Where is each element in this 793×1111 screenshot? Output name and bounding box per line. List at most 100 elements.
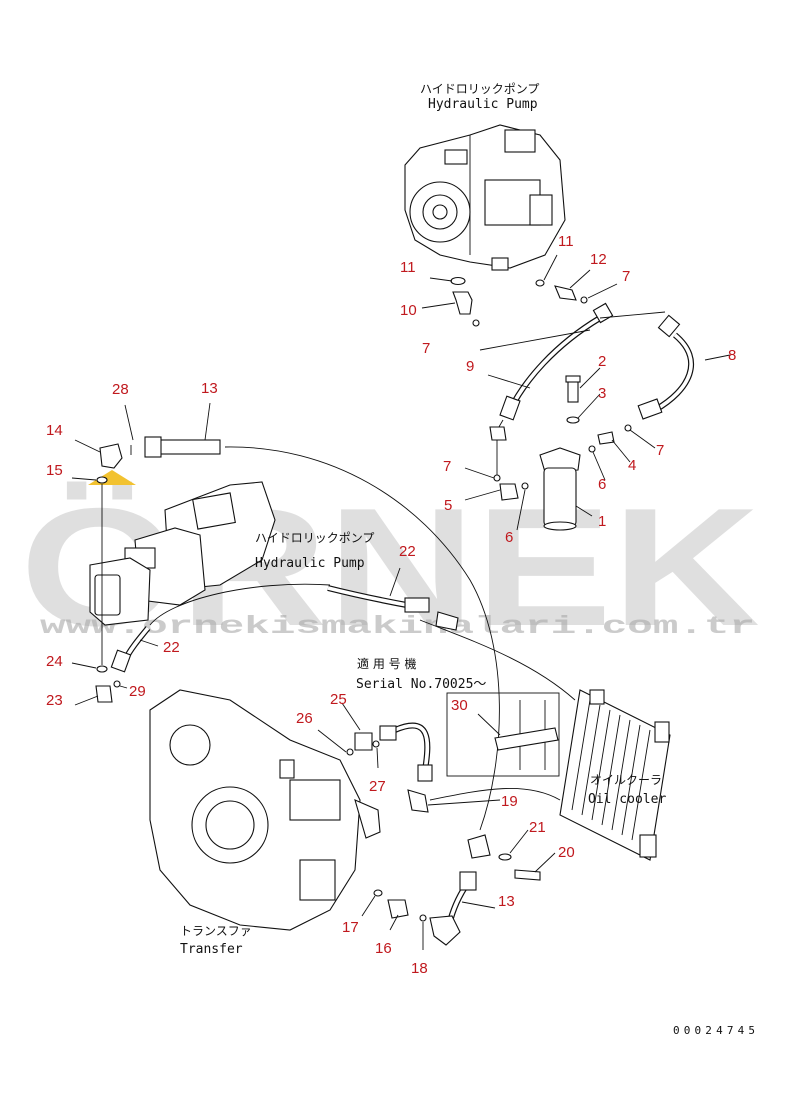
part-number-23: 23 bbox=[46, 692, 63, 709]
pipe-13-top bbox=[71, 402, 500, 831]
leader-9 bbox=[487, 374, 531, 389]
part-number-13-top: 13 bbox=[201, 380, 218, 397]
pump-top-label-en: Hydraulic Pump bbox=[428, 97, 538, 112]
fitting-23 bbox=[95, 685, 113, 703]
leader-7-c bbox=[629, 429, 656, 449]
pump-upper-fitting bbox=[444, 149, 468, 165]
pump-side-port bbox=[529, 194, 553, 226]
leader-19 bbox=[427, 799, 501, 806]
adapter-22-upper bbox=[435, 611, 459, 631]
pipe-13-sleeve bbox=[159, 439, 221, 455]
adapter-12 bbox=[554, 285, 577, 301]
pipe-13-nut bbox=[144, 436, 162, 458]
pump-left-label-en: Hydraulic Pump bbox=[255, 556, 365, 571]
part-number-4: 4 bbox=[628, 457, 636, 474]
serial-label-en: Serial No.70025～ bbox=[356, 677, 486, 692]
leader-4 bbox=[611, 439, 631, 463]
filter-assembly bbox=[464, 367, 656, 531]
cooler-label-jp: オイルクーラ bbox=[590, 773, 662, 787]
transfer-upper-hose bbox=[317, 702, 433, 782]
leader-10 bbox=[421, 302, 456, 309]
cooler-line-lower bbox=[429, 788, 561, 801]
oring-6-right bbox=[588, 445, 596, 453]
oring-11-left bbox=[450, 276, 466, 286]
part-number-5: 5 bbox=[444, 497, 452, 514]
left-pump-end-cover bbox=[94, 574, 121, 616]
bolt-20 bbox=[514, 869, 541, 881]
cooler-core bbox=[559, 689, 671, 861]
pump-left-label-jp: ハイドロリックポンプ bbox=[255, 531, 374, 545]
part-number-18: 18 bbox=[411, 960, 428, 977]
part-number-28: 28 bbox=[112, 381, 129, 398]
leader-7-a bbox=[587, 283, 618, 299]
leader-27 bbox=[376, 747, 379, 769]
leader-11-left bbox=[429, 277, 453, 282]
part-number-15: 15 bbox=[46, 462, 63, 479]
cooler-line-upper bbox=[419, 619, 576, 701]
pump-lower-boss bbox=[491, 257, 509, 271]
part-number-9: 9 bbox=[466, 358, 474, 375]
part-number-12: 12 bbox=[590, 251, 607, 268]
leader-26 bbox=[317, 729, 347, 753]
part-number-25: 25 bbox=[330, 691, 347, 708]
transfer-label-en: Transfer bbox=[180, 942, 243, 957]
leader-25 bbox=[341, 702, 361, 731]
leader-24 bbox=[71, 662, 97, 669]
oring-29 bbox=[113, 680, 121, 688]
washer-3 bbox=[566, 416, 580, 424]
left-pump-flange-plate bbox=[192, 492, 236, 530]
oil-cooler: オイルクーラ Oil cooler bbox=[419, 619, 671, 861]
transfer-valve-block bbox=[289, 779, 341, 821]
leader-23 bbox=[74, 695, 99, 706]
oring-18 bbox=[419, 914, 427, 922]
part-number-13-lower: 13 bbox=[498, 893, 515, 910]
oring-7-a bbox=[580, 296, 588, 304]
hose-9-bottom-fitting bbox=[499, 395, 521, 421]
part-number-3: 3 bbox=[598, 385, 606, 402]
leader-8 bbox=[704, 354, 731, 361]
part-number-22-lower: 22 bbox=[163, 639, 180, 656]
leader-3 bbox=[577, 393, 601, 419]
oring-15 bbox=[96, 476, 108, 484]
part-number-1: 1 bbox=[598, 513, 606, 530]
top-pump-fittings bbox=[421, 254, 618, 327]
leader-14 bbox=[74, 439, 101, 453]
serial-note: 適 用 号 機 Serial No.70025～ bbox=[356, 656, 560, 777]
oring-26 bbox=[346, 748, 354, 756]
leader-28 bbox=[124, 404, 134, 441]
part-number-17: 17 bbox=[342, 919, 359, 936]
leader-13-top bbox=[204, 402, 211, 441]
cooler-label-en: Oil cooler bbox=[588, 792, 666, 807]
oring-7-d bbox=[493, 474, 501, 482]
leader-21 bbox=[509, 829, 529, 854]
cooler-bracket bbox=[654, 721, 670, 743]
hose-9 bbox=[479, 302, 666, 441]
leader-1 bbox=[575, 505, 593, 517]
leader-16 bbox=[389, 914, 399, 931]
leader-5 bbox=[464, 489, 501, 501]
leader-6-right bbox=[592, 451, 606, 481]
cooler-port-top bbox=[589, 689, 605, 705]
hose-link-9-8 bbox=[599, 311, 666, 319]
hose-8-top-fitting bbox=[657, 314, 681, 338]
part-number-6-right: 6 bbox=[598, 476, 606, 493]
fitting-16 bbox=[387, 899, 409, 919]
leader-7-d bbox=[464, 467, 495, 479]
leader-12 bbox=[569, 269, 591, 289]
serial-label-jp: 適 用 号 機 bbox=[357, 656, 416, 671]
cooler-port-bottom bbox=[639, 834, 657, 858]
drawing-code: 00024745 bbox=[673, 1024, 755, 1037]
hose-22-upper-fitting bbox=[404, 597, 430, 613]
hose-22 bbox=[110, 567, 459, 673]
lower-piping bbox=[361, 789, 556, 950]
clamp-21-bracket bbox=[467, 834, 491, 859]
hose-9-body bbox=[507, 315, 602, 412]
oring-11-right bbox=[535, 279, 545, 287]
part-number-27: 27 bbox=[369, 778, 386, 795]
leader-22-upper bbox=[389, 567, 401, 597]
leader-13-lower bbox=[461, 901, 496, 909]
hose-13-lower-elbow bbox=[429, 915, 461, 946]
leader-2 bbox=[579, 367, 601, 389]
